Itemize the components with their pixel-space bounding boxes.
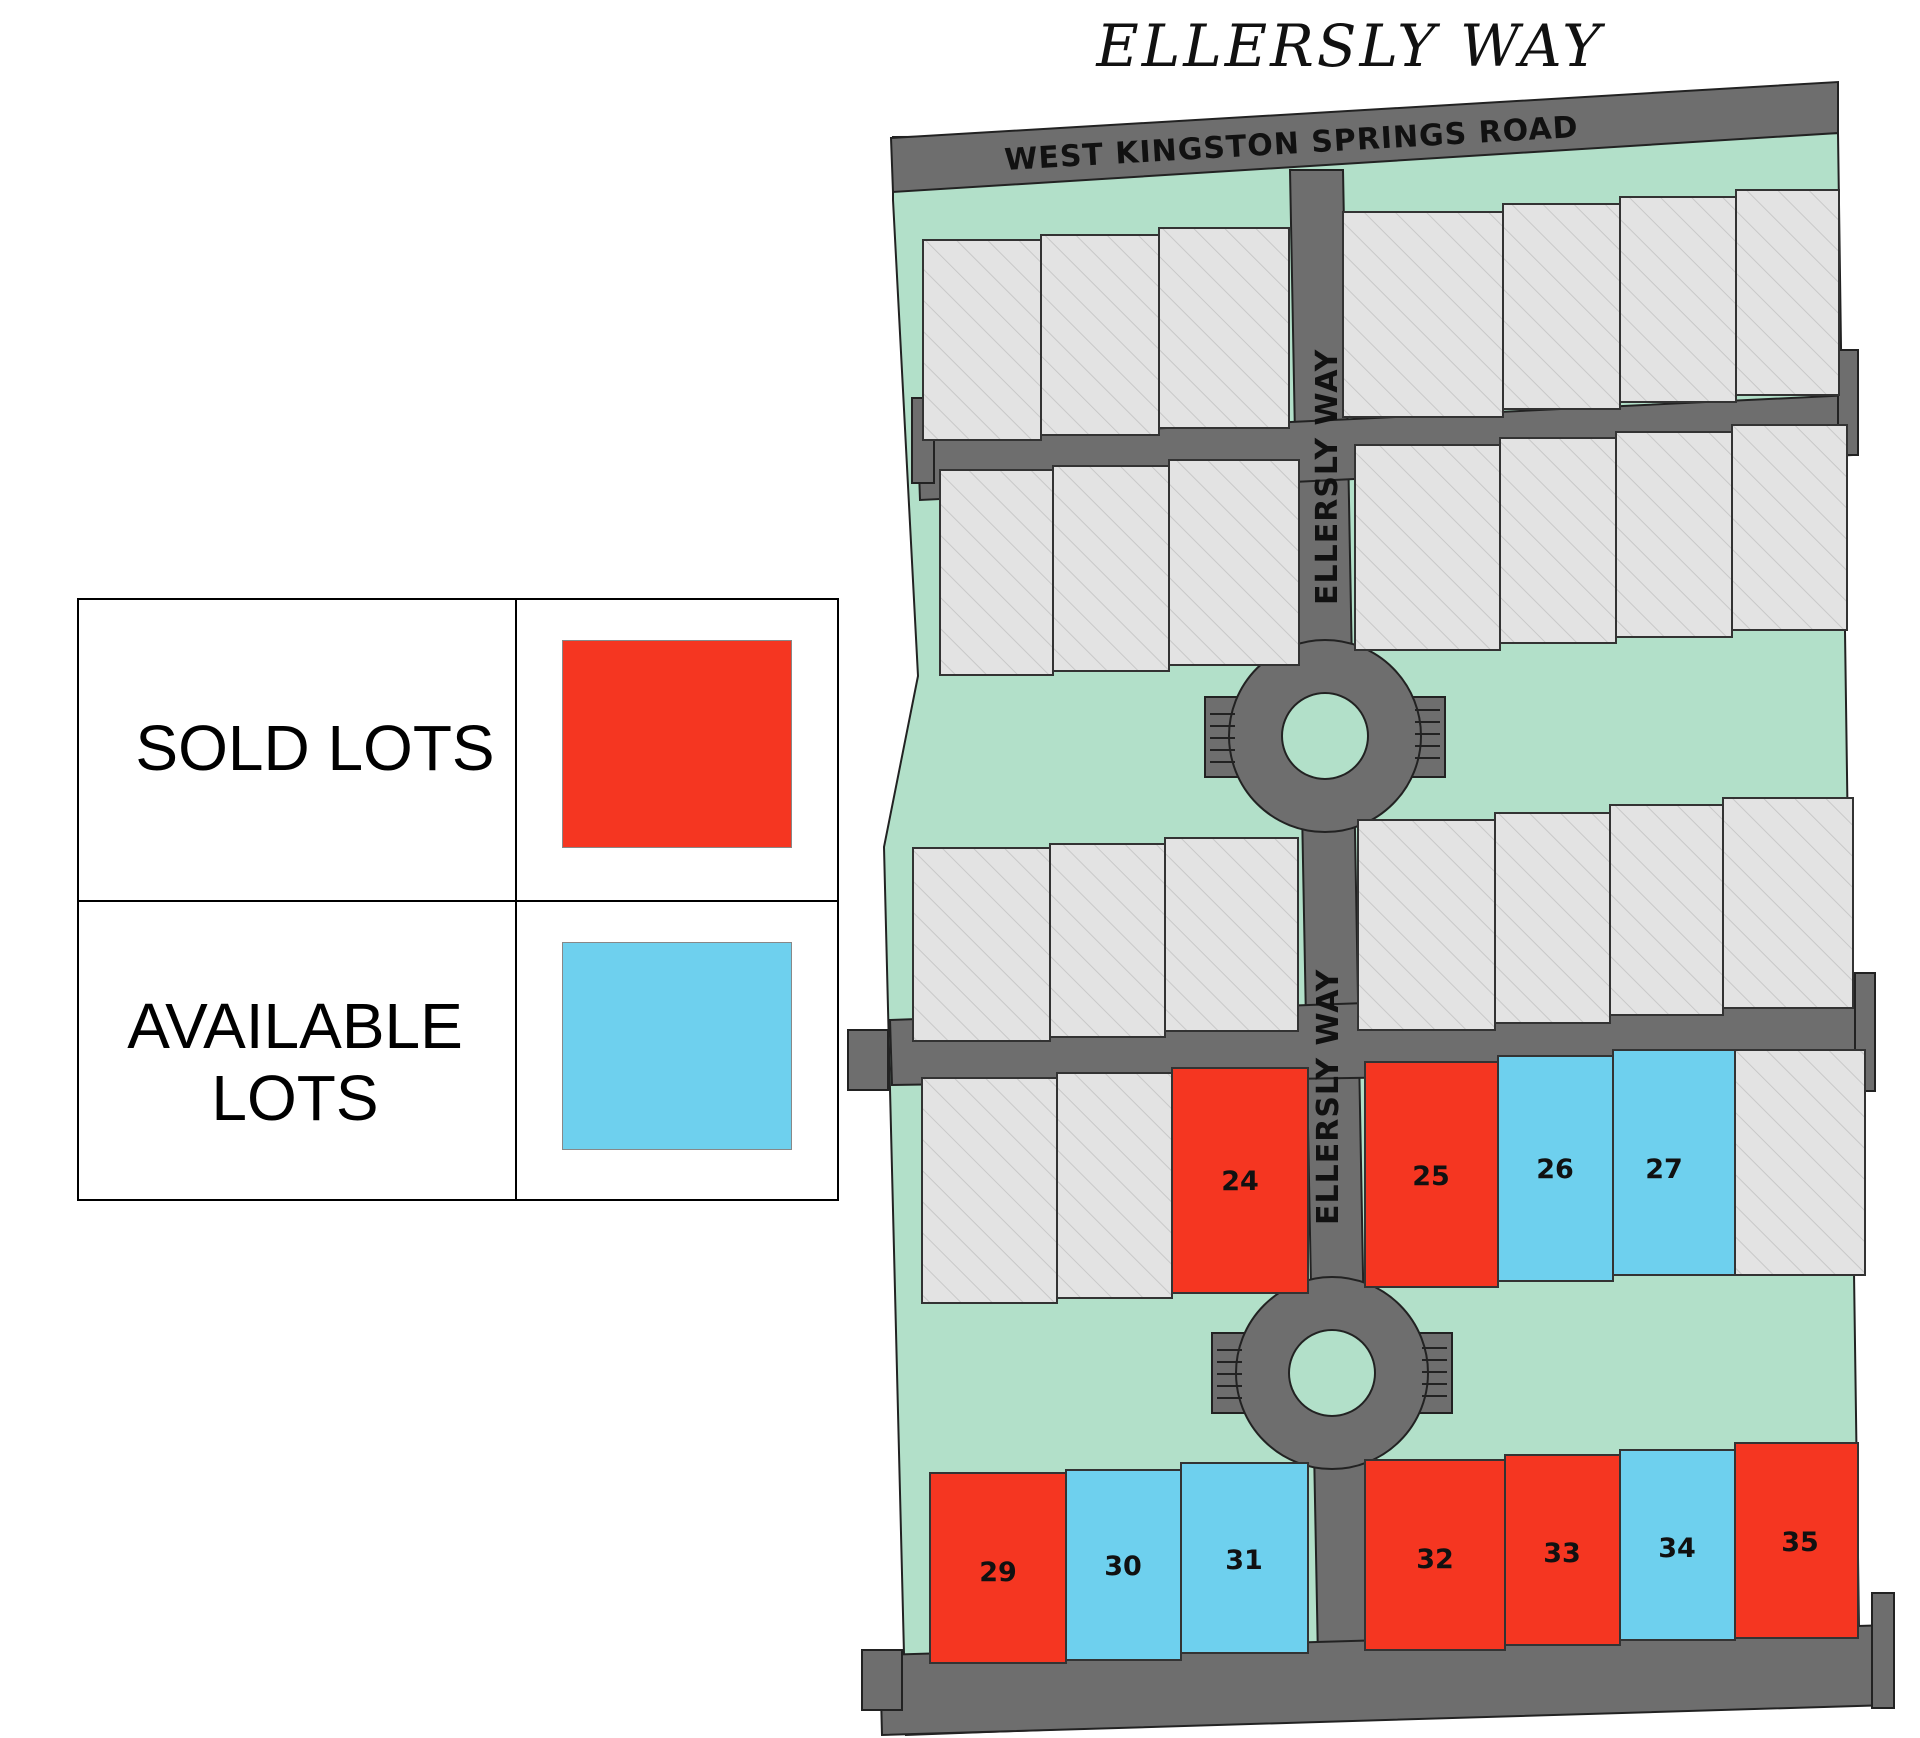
lot-32-number: 32 <box>1416 1544 1454 1575</box>
lot-unlisted <box>1354 444 1501 651</box>
lot-unlisted <box>1609 804 1724 1016</box>
available-label-line1: AVAILABLE <box>127 990 463 1062</box>
lot-unlisted <box>1164 837 1299 1032</box>
west-kingston-springs-road <box>889 80 1839 194</box>
map-title: ELLERSLY WAY <box>1096 12 1604 80</box>
sold-lots-label: SOLD LOTS <box>135 712 495 784</box>
lot-unlisted <box>1499 437 1617 644</box>
legend: SOLD LOTS AVAILABLE LOTS <box>77 598 839 1201</box>
lot-26 <box>1497 1055 1614 1282</box>
lot-unlisted <box>1731 424 1848 631</box>
sold-swatch <box>562 640 792 848</box>
cross-street-3-left-stub <box>861 1649 903 1711</box>
lot-29-number: 29 <box>979 1557 1017 1588</box>
lot-35 <box>1734 1442 1859 1639</box>
roundabout-lower <box>1211 1276 1453 1470</box>
lot-24-number: 24 <box>1221 1166 1259 1197</box>
legend-row-available: AVAILABLE LOTS <box>79 900 837 1200</box>
lot-unlisted <box>921 1077 1058 1304</box>
legend-divider <box>515 600 517 1199</box>
lot-32 <box>1364 1459 1506 1651</box>
lot-27-number: 27 <box>1645 1154 1683 1185</box>
main-street-label-upper: ELLERSLY WAY <box>1310 348 1345 605</box>
main-street-label-lower: ELLERSLY WAY <box>1311 968 1346 1225</box>
lot-unlisted <box>1502 203 1621 410</box>
lot-unlisted <box>1052 465 1170 672</box>
lot-25 <box>1364 1061 1499 1288</box>
lot-unlisted <box>1168 459 1300 666</box>
lot-29 <box>929 1472 1067 1664</box>
lot-unlisted <box>1722 797 1854 1009</box>
lot-unlisted <box>1619 196 1737 403</box>
lot-24 <box>1171 1067 1309 1294</box>
status-lots <box>929 1049 1859 1664</box>
lot-unlisted <box>1049 843 1166 1038</box>
lot-unlisted <box>922 239 1042 441</box>
lot-35-number: 35 <box>1781 1527 1819 1558</box>
lot-33 <box>1504 1454 1621 1646</box>
cross-street-2-left-stub <box>847 1029 889 1091</box>
cross-street-3-right-stub <box>1871 1592 1895 1709</box>
lot-25-number: 25 <box>1412 1161 1450 1192</box>
lot-unlisted <box>1735 189 1840 396</box>
lot-unlisted <box>1494 812 1611 1024</box>
available-swatch <box>562 942 792 1150</box>
lot-34 <box>1619 1449 1736 1641</box>
lot-unlisted <box>1342 211 1504 418</box>
lot-unlisted <box>912 847 1051 1042</box>
lot-unlisted <box>1158 227 1290 429</box>
lot-unlisted <box>939 469 1054 676</box>
lot-unlisted <box>1056 1072 1173 1299</box>
lot-31 <box>1180 1462 1309 1654</box>
lot-unlisted <box>1357 819 1496 1031</box>
available-label-line2: LOTS <box>211 1062 379 1134</box>
lot-27 <box>1612 1049 1736 1276</box>
available-lots-label: AVAILABLE LOTS <box>77 990 513 1134</box>
lot-unlisted <box>1040 234 1160 436</box>
lot-numbers: 24 25 26 27 29 30 31 32 33 34 35 <box>979 1154 1819 1588</box>
lot-unlisted <box>1734 1049 1866 1276</box>
legend-row-sold: SOLD LOTS <box>79 600 837 902</box>
lot-30 <box>1065 1469 1182 1661</box>
lot-31-number: 31 <box>1225 1545 1263 1576</box>
lot-26-number: 26 <box>1536 1154 1574 1185</box>
lot-unlisted <box>1615 431 1733 638</box>
lot-33-number: 33 <box>1543 1538 1581 1569</box>
lot-34-number: 34 <box>1658 1533 1696 1564</box>
roundabout-upper <box>1204 639 1446 833</box>
lot-30-number: 30 <box>1104 1551 1142 1582</box>
